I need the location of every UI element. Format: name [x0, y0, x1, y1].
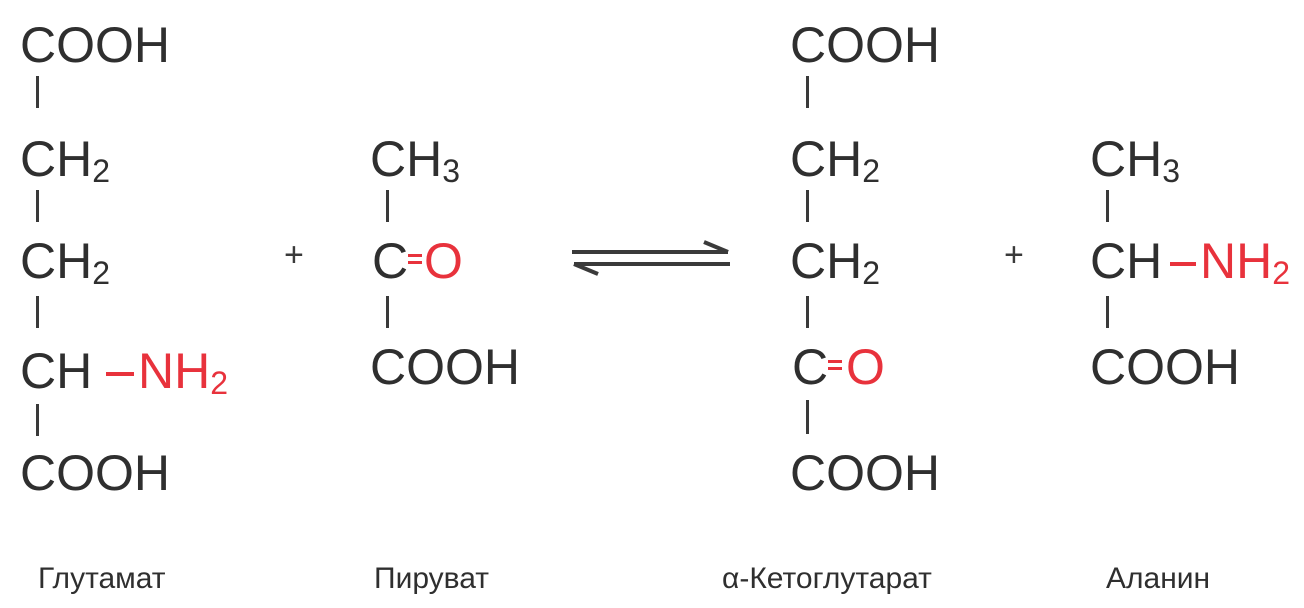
pyruvate-bond-1 — [386, 190, 389, 222]
alanine-cooh: COOH — [1090, 339, 1240, 395]
glutamate-bond-4 — [36, 404, 39, 436]
pyruvate-name: Пируват — [374, 562, 490, 595]
glutamate-amino-group: NH2 — [138, 343, 229, 401]
ketoglutarate-oxygen: O — [846, 339, 885, 395]
pyruvate-ch3: CH3 — [370, 131, 461, 189]
glutamate-bond-3 — [36, 296, 39, 328]
pyruvate-double-bond — [408, 254, 422, 264]
alanine-amino-bond — [1170, 262, 1196, 266]
ketoglutarate-bond-4 — [806, 400, 809, 434]
alanine-bond-2 — [1106, 296, 1109, 328]
pyruvate-oxygen: O — [424, 233, 463, 289]
glutamate-name: Глутамат — [38, 562, 166, 595]
reverse-arrow-head — [573, 262, 599, 276]
pyruvate-cooh: COOH — [370, 339, 520, 395]
glutamate-bond-1 — [36, 76, 39, 108]
glutamate-amino-bond — [106, 372, 134, 376]
glutamate-cooh-top: COOH — [20, 17, 170, 73]
glutamate-ch2-b: CH2 — [20, 233, 111, 291]
ketoglutarate-name: α-Кетоглутарат — [722, 562, 932, 595]
ketoglutarate-bond-1 — [806, 76, 809, 108]
alanine-name: Аланин — [1106, 562, 1211, 595]
ketoglutarate-bond-2 — [806, 190, 809, 222]
glutamate-ch: CH — [20, 343, 93, 399]
forward-arrow-head — [703, 240, 729, 254]
alanine-amino-group: NH2 — [1200, 233, 1291, 291]
alanine-ch: CH — [1090, 233, 1163, 289]
ketoglutarate-carbon: C — [792, 339, 829, 395]
ketoglutarate-ch2-a: CH2 — [790, 131, 881, 189]
ketoglutarate-cooh-bottom: COOH — [790, 445, 940, 501]
plus-sign-2: + — [1004, 236, 1024, 274]
pyruvate-bond-2 — [386, 296, 389, 328]
pyruvate-carbon: C — [372, 233, 409, 289]
ketoglutarate-ch2-b: CH2 — [790, 233, 881, 291]
glutamate-bond-2 — [36, 190, 39, 222]
ketoglutarate-cooh-top: COOH — [790, 17, 940, 73]
plus-sign-1: + — [284, 236, 304, 274]
equilibrium-arrows — [572, 240, 730, 276]
alanine-bond-1 — [1106, 190, 1109, 222]
ketoglutarate-double-bond — [828, 360, 842, 370]
glutamate-ch2-a: CH2 — [20, 131, 111, 189]
alanine-ch3: CH3 — [1090, 131, 1181, 189]
ketoglutarate-bond-3 — [806, 296, 809, 328]
glutamate-cooh-bottom: COOH — [20, 445, 170, 501]
